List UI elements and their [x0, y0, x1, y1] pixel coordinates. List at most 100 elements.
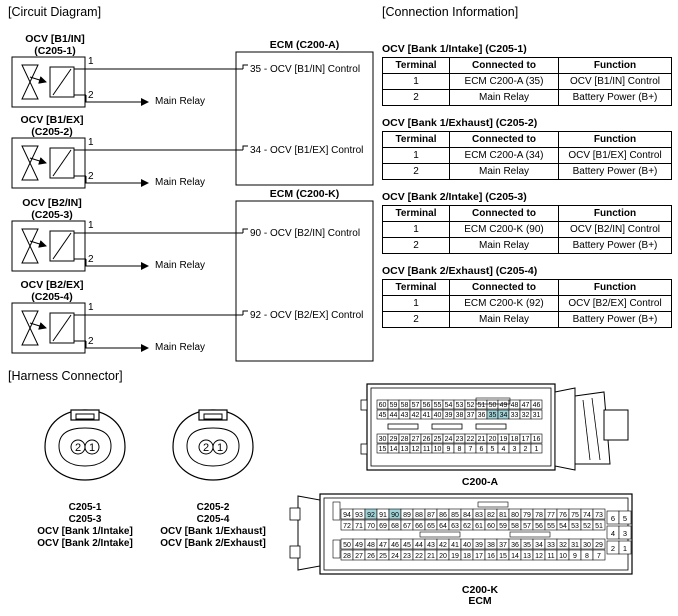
pin-number: 75 [571, 512, 579, 519]
table-cell: Main Relay [449, 237, 559, 254]
conn-line: C205-4 [196, 514, 230, 525]
pin-number: 52 [583, 523, 591, 530]
pin-number: 30 [583, 542, 591, 549]
pin-number: 90 [391, 512, 399, 519]
pin-number: 76 [559, 512, 567, 519]
ocv-label-4: OCV [B2/EX](C205-4) [14, 279, 90, 303]
pin-number: 78 [535, 512, 543, 519]
pin-number: 59 [390, 402, 398, 409]
pin-number: 23 [456, 436, 464, 443]
pin-number: 21 [427, 553, 435, 560]
pin-number: 85 [451, 512, 459, 519]
pin-number: 74 [583, 512, 591, 519]
pin-number: 20 [489, 436, 497, 443]
harness-conn2-label: C205-2 C205-4 OCV [Bank 1/Exhaust] OCV [… [148, 502, 278, 550]
ecm-c200a-title: ECM (C200-A) [269, 39, 340, 51]
ocv-symbol-1 [11, 56, 248, 108]
pin-1-label: 1 [88, 56, 94, 67]
pin-number: 16 [487, 553, 495, 560]
pin-number: 70 [367, 523, 375, 530]
table-cell: Battery Power (B+) [558, 89, 672, 106]
pin-number: 36 [511, 542, 519, 549]
ocv-symbol-4 [11, 302, 248, 354]
pin-number: 1 [217, 442, 223, 454]
pin-number: 33 [511, 412, 519, 419]
pin-number: 32 [559, 542, 567, 549]
conn-line: C205-2 [196, 502, 230, 513]
pin-number: 2 [75, 442, 81, 454]
pin-number: 12 [412, 446, 420, 453]
pin-number: 94 [343, 512, 351, 519]
pin-number: 4 [611, 529, 615, 538]
pin-number: 29 [390, 436, 398, 443]
pin-number: 40 [463, 542, 471, 549]
pin-number: 61 [475, 523, 483, 530]
pin-number: 84 [463, 512, 471, 519]
connection-info-heading: [Connection Information] [382, 5, 519, 19]
pin-number: 73 [595, 512, 603, 519]
pin-number: 91 [379, 512, 387, 519]
pin-number: 63 [451, 523, 459, 530]
pin-number: 46 [533, 402, 541, 409]
pin-number: 29 [595, 542, 603, 549]
ocv-name: OCV [B2/IN] [22, 197, 82, 209]
pin-number: 47 [379, 542, 387, 549]
pin-number: 45 [403, 542, 411, 549]
pin-number: 24 [391, 553, 399, 560]
pin-number: 24 [445, 436, 453, 443]
ocv-label-2: OCV [B1/EX](C205-2) [14, 114, 90, 138]
table-cell: Battery Power (B+) [558, 237, 672, 254]
pin-number: 57 [523, 523, 531, 530]
pin-number: 57 [412, 402, 420, 409]
pin-number: 46 [391, 542, 399, 549]
pin-number: 19 [451, 553, 459, 560]
ocv-symbol-2 [11, 137, 248, 189]
pin-2-label: 2 [88, 171, 94, 182]
pin-number: 15 [499, 553, 507, 560]
table-title: OCV [Bank 2/Exhaust] (C205-4) [382, 265, 538, 277]
pin-number: 54 [559, 523, 567, 530]
conn-line: OCV [Bank 1/Exhaust] [160, 526, 266, 537]
pin-number: 14 [390, 446, 398, 453]
ocv-label-3: OCV [B2/IN](C205-3) [14, 197, 90, 221]
pin-number: 77 [547, 512, 555, 519]
pin-number: 43 [401, 412, 409, 419]
ocv-name: OCV [B1/IN] [25, 33, 85, 45]
ocv-name: OCV [B1/EX] [20, 114, 84, 126]
pin-number: 64 [439, 523, 447, 530]
pin-number: 56 [423, 402, 431, 409]
pin-number: 59 [499, 523, 507, 530]
pin-number: 11 [423, 446, 430, 453]
pin-number: 25 [434, 436, 442, 443]
pin-number: 88 [415, 512, 423, 519]
pin-number: 49 [355, 542, 363, 549]
pin-2-label: 2 [88, 90, 94, 101]
pin-number: 89 [403, 512, 411, 519]
ocv-name: OCV [B2/EX] [20, 279, 84, 291]
pin-number: 9 [573, 553, 577, 560]
pin-number: 45 [379, 412, 387, 419]
pin-number: 48 [511, 402, 519, 409]
pin-number: 79 [523, 512, 531, 519]
pin-number: 42 [412, 412, 420, 419]
pin-number: 6 [611, 514, 615, 523]
pin-number: 58 [511, 523, 519, 530]
pin-number: 10 [559, 553, 567, 560]
pin-number: 1 [89, 442, 95, 454]
harness-conn1-label: C205-1 C205-3 OCV [Bank 1/Intake] OCV [B… [20, 502, 150, 550]
pin-number: 3 [513, 446, 517, 453]
pin-number: 28 [401, 436, 409, 443]
pin-number: 36 [478, 412, 486, 419]
pin-number: 27 [412, 436, 420, 443]
pin-number: 38 [456, 412, 464, 419]
conn-line: OCV [Bank 1/Intake] [37, 526, 133, 537]
conn-line: C205-3 [68, 514, 102, 525]
